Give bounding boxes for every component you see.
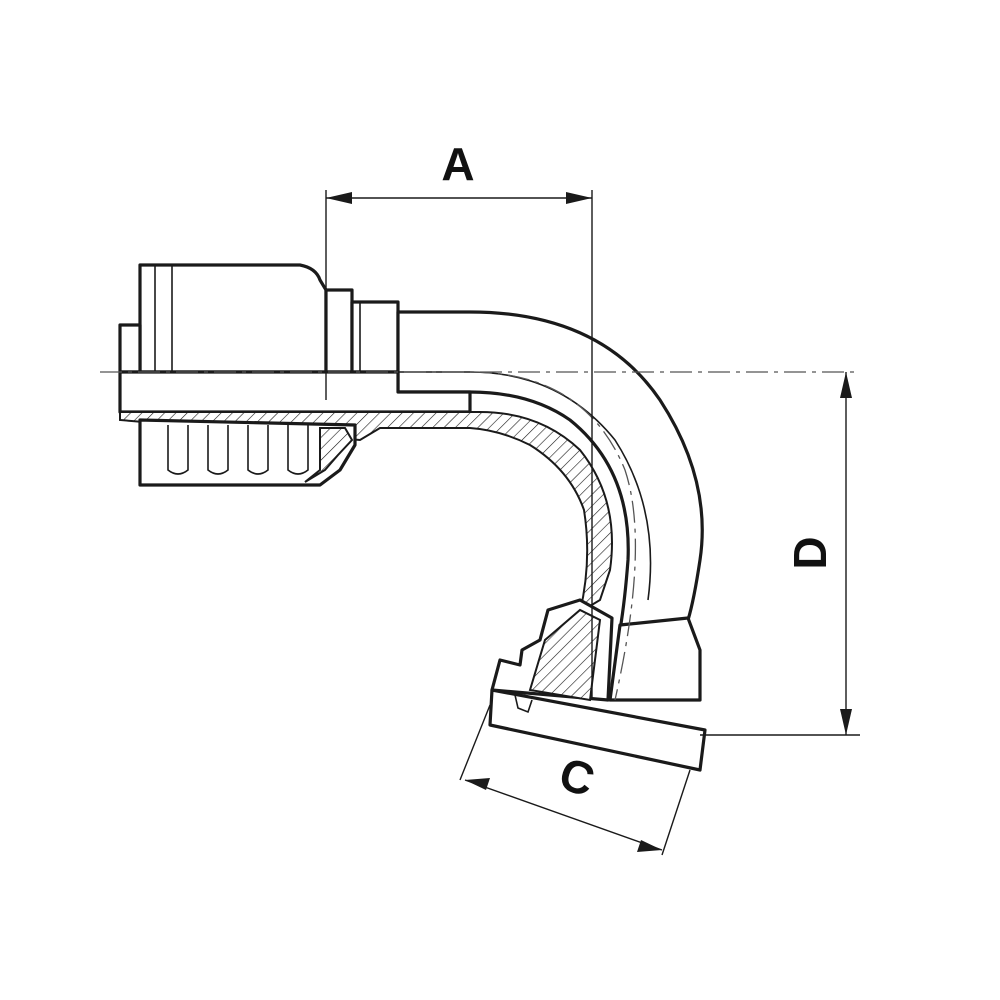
dimension-label-a: A	[441, 138, 474, 190]
socket-body	[118, 263, 400, 374]
center-lines	[100, 371, 860, 701]
dimension-a: A	[325, 138, 593, 700]
dimension-label-c: C	[553, 747, 601, 807]
dimension-label-d: D	[784, 536, 836, 569]
elbow-tube	[396, 310, 704, 632]
dimension-d: D	[700, 372, 860, 736]
section-view	[118, 370, 613, 615]
flange-head	[488, 598, 707, 772]
